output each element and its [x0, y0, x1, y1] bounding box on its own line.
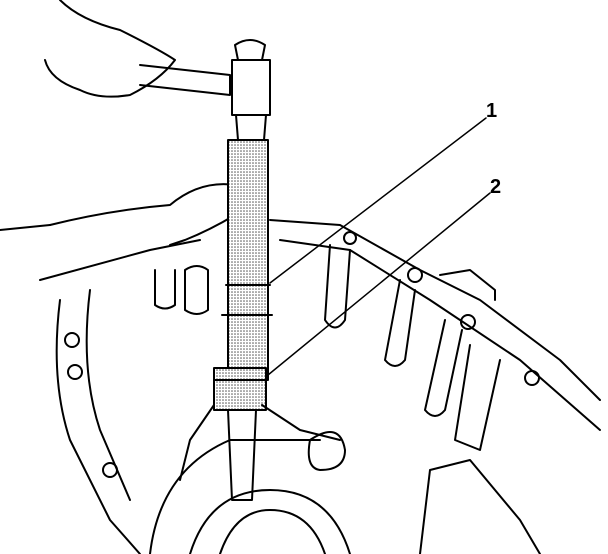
leader-line-1: [269, 117, 487, 284]
hand-upper: [44, 0, 231, 98]
hand-lower: [0, 183, 236, 246]
callout-1: 1: [486, 100, 498, 122]
transmission-case: [39, 219, 601, 554]
leader-line-2: [267, 192, 491, 376]
hammer: [231, 39, 271, 141]
callout-2: 2: [490, 176, 502, 198]
installer-tool: [179, 139, 341, 501]
